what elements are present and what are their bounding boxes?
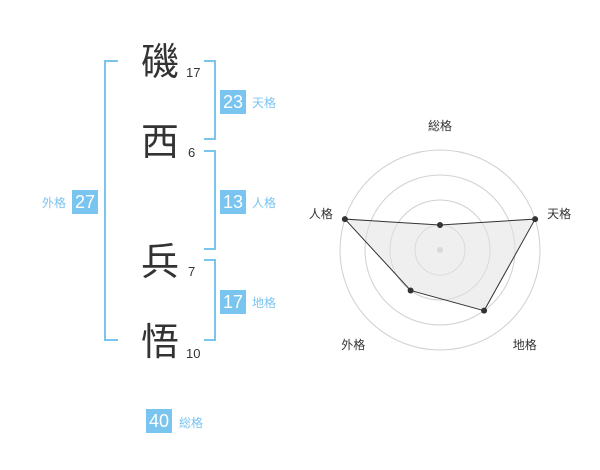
name-char-1: 磯 [140,40,179,84]
stroke-count-2: 6 [188,145,196,160]
radar-point-2 [532,216,539,223]
chikaku-bracket [204,259,216,341]
tenkaku-bracket [204,60,216,140]
soukaku-label: 総格 [179,416,204,430]
radar-point-1 [437,222,443,228]
radar-ring-4 [339,149,541,351]
radar-point-3 [481,307,488,314]
jinkaku-value: 13 [220,190,246,214]
name-char-4: 悟 [140,320,179,364]
tenkaku-label: 天格 [252,96,277,110]
gaikaku-bracket [104,60,118,341]
radar-series-polygon [343,218,536,312]
radar-point-4 [407,287,414,294]
soukaku-value: 40 [146,409,172,433]
stroke-count-1: 17 [186,65,201,80]
chikaku-label: 地格 [252,296,277,310]
gaikaku-value: 27 [72,190,98,214]
radar-axis-label-1: 総格 [428,118,452,133]
stroke-count-3: 7 [188,264,196,279]
radar-axis-label-3: 地格 [513,337,537,352]
chikaku-value: 17 [220,290,246,314]
radar-axis-label-5: 人格 [309,206,333,221]
radar-axis-label-2: 天格 [547,206,571,221]
name-char-3: 兵 [140,240,179,284]
jinkaku-label: 人格 [252,196,277,210]
radar-point-5 [341,216,348,223]
name-char-2: 西 [140,120,179,164]
gaikaku-label: 外格 [42,196,67,210]
radar-axis-label-4: 外格 [341,337,365,352]
jinkaku-bracket [204,150,216,250]
tenkaku-value: 23 [220,90,246,114]
stroke-count-4: 10 [186,346,201,361]
